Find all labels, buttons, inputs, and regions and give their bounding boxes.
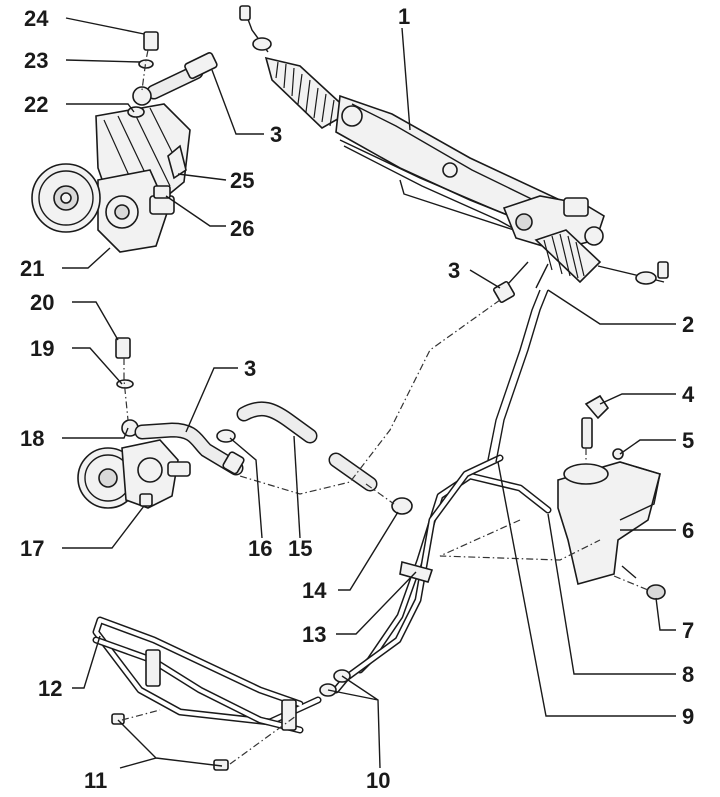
callout-3-rack: 3 [448, 258, 460, 283]
callout-2: 2 [682, 312, 694, 337]
callout-8: 8 [682, 662, 694, 687]
callout-12: 12 [38, 676, 62, 701]
callout-5: 5 [682, 428, 694, 453]
callout-21: 21 [20, 256, 44, 281]
upper-pump-assembly [31, 31, 218, 253]
callout-13: 13 [302, 622, 326, 647]
callout-3-upper: 3 [270, 122, 282, 147]
callout-15: 15 [288, 536, 312, 561]
callout-labels: 1 2 3 3 3 4 5 6 7 8 9 10 11 12 13 14 15 … [20, 4, 695, 793]
callout-3-lower: 3 [244, 356, 256, 381]
reservoir-assembly [557, 394, 666, 600]
callout-20: 20 [30, 290, 54, 315]
callout-17: 17 [20, 536, 44, 561]
callout-10: 10 [366, 768, 390, 793]
steering-rack [239, 5, 669, 303]
callout-7: 7 [682, 618, 694, 643]
callout-1: 1 [398, 4, 410, 29]
leader-lines [62, 17, 676, 769]
hydraulic-lines [92, 289, 552, 771]
assembly-centerlines [121, 49, 649, 765]
callout-18: 18 [20, 426, 44, 451]
callout-4: 4 [682, 382, 695, 407]
callout-9: 9 [682, 704, 694, 729]
callout-16: 16 [248, 536, 272, 561]
callout-6: 6 [682, 518, 694, 543]
callout-14: 14 [302, 578, 327, 603]
callout-24: 24 [24, 6, 49, 31]
callout-23: 23 [24, 48, 48, 73]
callout-26: 26 [230, 216, 254, 241]
lower-pump-assembly [77, 337, 413, 515]
callout-11: 11 [84, 768, 107, 793]
callout-25: 25 [230, 168, 254, 193]
callout-22: 22 [24, 92, 48, 117]
callout-19: 19 [30, 336, 54, 361]
